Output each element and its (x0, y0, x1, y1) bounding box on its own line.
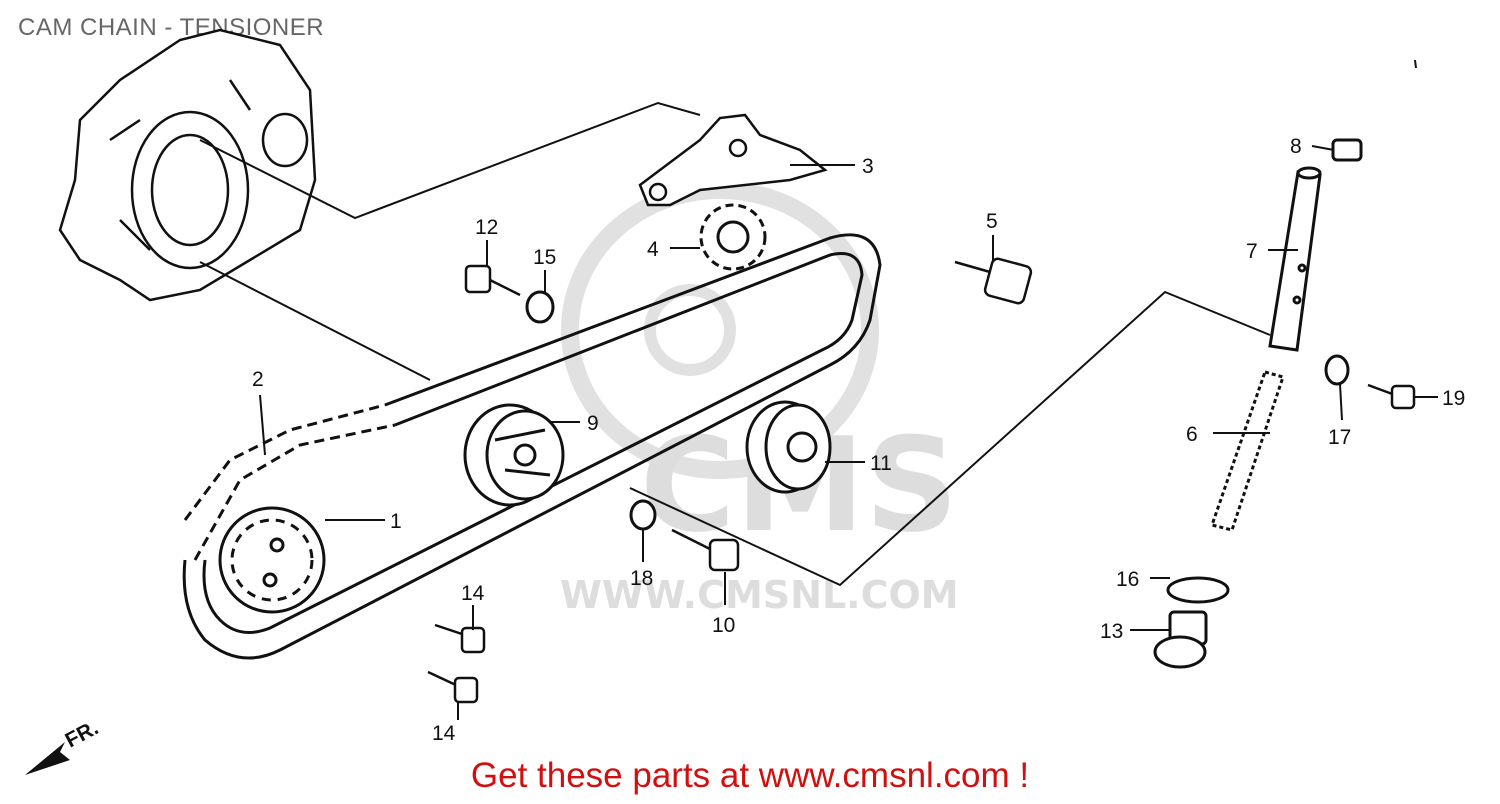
callout-8: 8 (1290, 135, 1302, 158)
corner-mark (1414, 59, 1417, 69)
diagram-title: CAM CHAIN - TENSIONER (18, 14, 325, 41)
sealing-bolt (1153, 610, 1208, 669)
callout-15: 15 (533, 246, 556, 269)
callout-leaders (259, 145, 1438, 720)
spring (1210, 370, 1285, 532)
bolt-19 (1367, 383, 1416, 410)
watermark-mascot-outline (561, 181, 879, 479)
callout-2: 2 (252, 368, 264, 391)
cam-sprocket (218, 506, 326, 614)
callout-13: 13 (1100, 620, 1123, 643)
callout-11: 11 (870, 452, 892, 475)
bolt-14-upper (434, 623, 486, 654)
callout-6: 6 (1186, 423, 1198, 446)
leader-crankcase-bottom (199, 261, 431, 381)
bolt-12 (464, 264, 521, 297)
callout-16: 16 (1116, 568, 1139, 591)
cap-8 (1331, 138, 1363, 162)
callout-12: 12 (475, 216, 498, 239)
callout-14-upper: 14 (461, 582, 485, 605)
callout-18: 18 (630, 567, 653, 590)
bolt-14-lower (427, 670, 479, 704)
tensioner-roller (745, 400, 832, 494)
nut-18 (629, 499, 657, 531)
washer-15 (525, 290, 555, 324)
guide-roller (463, 403, 565, 507)
watermark-url: WWW.CMSNL.COM (560, 573, 959, 617)
cam-chain (182, 233, 882, 660)
leader-bolt10 (629, 290, 1271, 587)
bolt-5 (954, 257, 1033, 305)
callout-1: 1 (390, 510, 402, 533)
crankcase (58, 28, 317, 302)
callout-9: 9 (587, 412, 599, 435)
callout-3: 3 (862, 155, 874, 178)
small-sprocket (699, 203, 767, 271)
callout-14-lower: 14 (432, 722, 456, 745)
callout-labels: 1 2 3 4 5 6 7 8 9 10 11 12 13 14 14 15 1… (252, 135, 1465, 745)
callout-5: 5 (986, 210, 998, 233)
callout-4: 4 (647, 238, 659, 261)
footer-cta[interactable]: Get these parts at www.cmsnl.com ! (0, 756, 1500, 796)
direction-label: FR. (62, 716, 103, 752)
push-rod (1268, 166, 1322, 352)
bolt-10 (671, 528, 740, 572)
callout-7: 7 (1246, 240, 1258, 263)
callout-19: 19 (1442, 387, 1465, 410)
callout-17: 17 (1328, 426, 1351, 449)
footer-cta-text: Get these parts at www.cmsnl.com ! (470, 756, 1030, 795)
tensioner-arm (638, 113, 828, 207)
leader-crankcase-top (199, 101, 701, 220)
washer-16 (1166, 576, 1230, 604)
callout-10: 10 (712, 614, 735, 637)
washer-17 (1324, 354, 1350, 386)
